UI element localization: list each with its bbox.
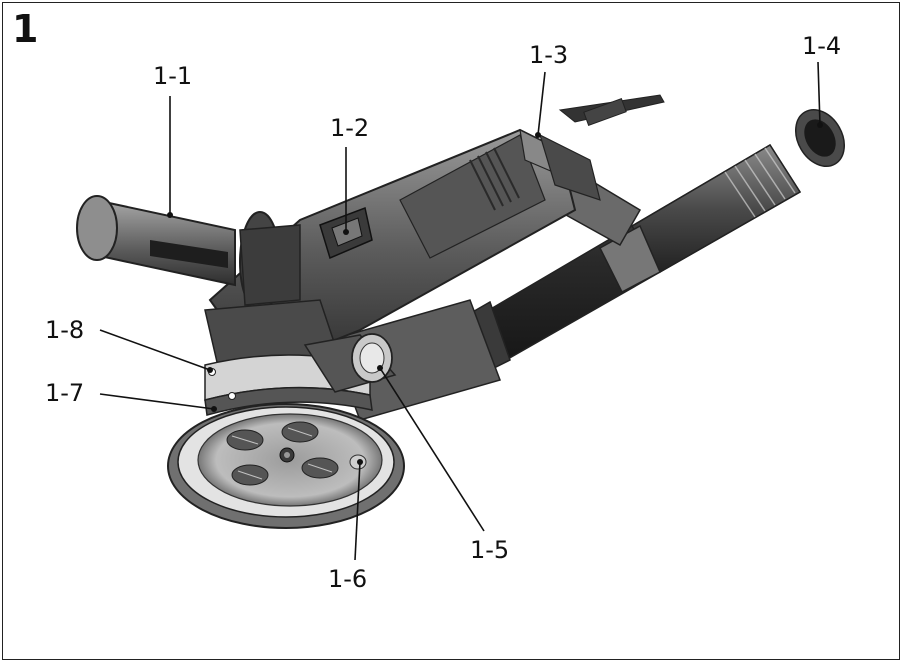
release-button — [303, 333, 397, 393]
leader-1-7 — [99, 393, 215, 410]
dot-1-5 — [377, 365, 383, 371]
callout-label-1-7: 1-7 — [45, 379, 85, 407]
leader-1-8 — [99, 329, 211, 371]
dot-1-4 — [817, 122, 823, 128]
dot-1-8 — [207, 367, 213, 373]
leader-1-3 — [537, 71, 546, 136]
leader-1-5 — [379, 367, 485, 532]
callout-label-1-8: 1-8 — [45, 316, 85, 344]
callout-label-1-1: 1-1 — [153, 62, 193, 90]
dot-1-1 — [167, 212, 173, 218]
callout-dots — [167, 122, 823, 465]
dot-1-3 — [535, 132, 541, 138]
callout-label-1-5: 1-5 — [470, 536, 510, 564]
dot-1-2 — [343, 229, 349, 235]
dot-1-7 — [211, 406, 217, 412]
leader-1-4 — [817, 61, 821, 126]
figure-number: 1 — [12, 7, 39, 51]
callout-label-1-6: 1-6 — [328, 565, 368, 593]
backing-pad — [167, 403, 405, 529]
callout-label-1-2: 1-2 — [330, 114, 370, 142]
callout-label-1-3: 1-3 — [529, 41, 569, 69]
leader-1-6 — [354, 461, 361, 561]
dot-1-6 — [357, 459, 363, 465]
callout-label-1-4: 1-4 — [802, 32, 842, 60]
callout-leader-lines — [99, 61, 821, 561]
side-handle — [76, 195, 301, 313]
